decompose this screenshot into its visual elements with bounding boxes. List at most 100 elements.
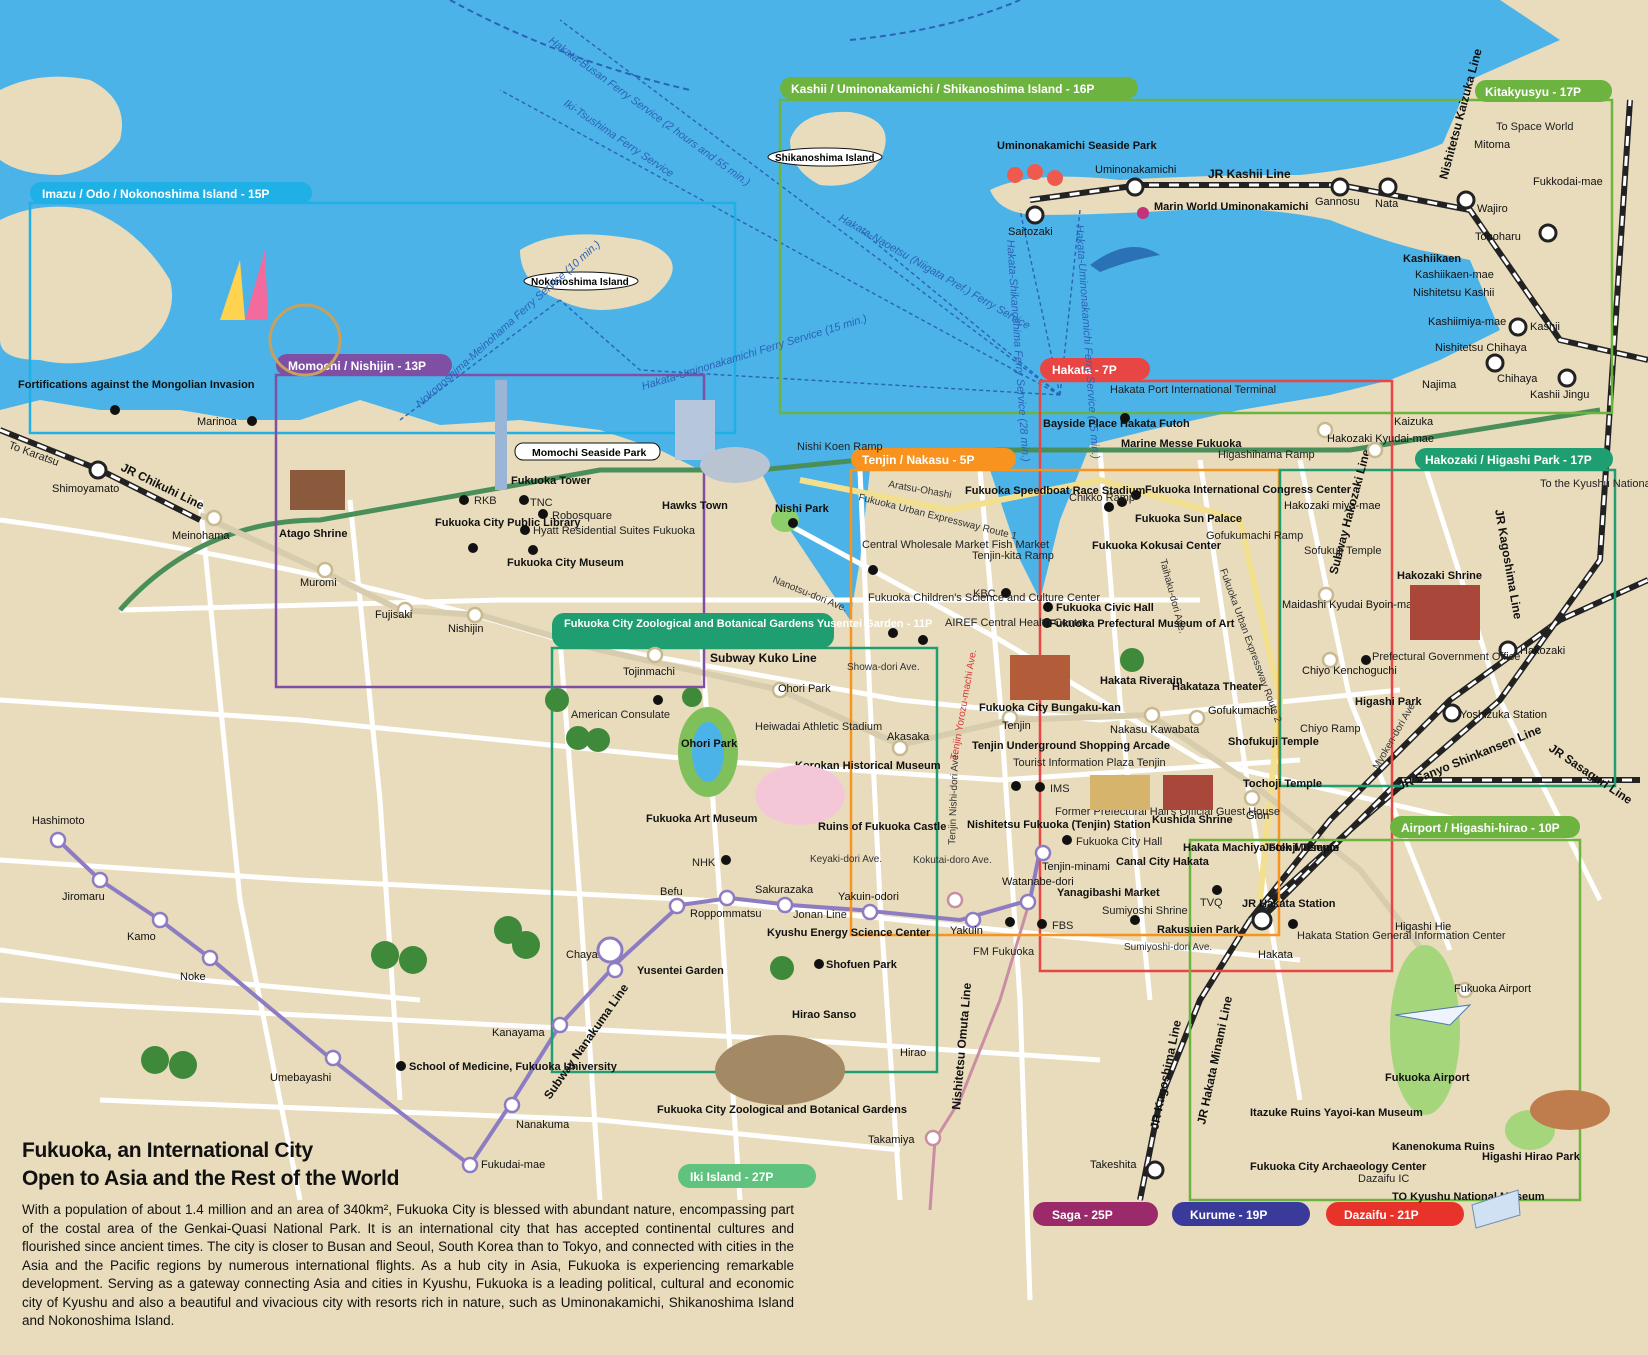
station-watanabe-dori[interactable]: Watanabe-dori [1002, 876, 1074, 888]
region-kashii-label[interactable]: Kashii / Uminonakamichi / Shikanoshima I… [791, 82, 1094, 96]
poi-childrens[interactable]: Fukuoka Children's Science and Culture C… [868, 592, 1100, 604]
poi-kbc[interactable]: KBC [973, 588, 996, 600]
station-marinoa[interactable]: Marinoa [197, 416, 238, 428]
tab-kurume[interactable]: Kurume - 19P [1190, 1208, 1267, 1222]
station-yakuin-odori[interactable]: Yakuin-odori [838, 891, 899, 903]
poi-nhk[interactable]: NHK [692, 857, 716, 869]
region-momochi-box[interactable] [274, 373, 706, 689]
poi-underground[interactable]: Tenjin Underground Shopping Arcade [972, 740, 1170, 752]
station-tonoharu[interactable]: Tonoharu [1475, 231, 1521, 243]
poi-higashihama-ramp[interactable]: Higashihama Ramp [1218, 449, 1315, 461]
region-momochi-label[interactable]: Momochi / Nishijin - 13P [288, 359, 426, 373]
station-yoshizuka[interactable]: Yoshizuka Station [1460, 709, 1547, 721]
station-maidashi[interactable]: Maidashi Kyudai Byoin-mae [1282, 599, 1418, 611]
poi-congress[interactable]: Fukuoka International Congress Center [1145, 484, 1352, 496]
region-tenjin-label[interactable]: Tenjin / Nakasu - 5P [862, 453, 974, 467]
station-gion[interactable]: Gion [1246, 810, 1269, 822]
station-nishitetsu-chihaya[interactable]: Nishitetsu Chihaya [1435, 342, 1528, 354]
poi-marin-world[interactable]: Marin World Uminonakamichi [1154, 201, 1308, 213]
poi-kanenokuma[interactable]: Kanenokuma Ruins [1392, 1141, 1495, 1153]
region-kitakyusyu-label[interactable]: Kitakyusyu - 17P [1485, 85, 1581, 99]
station-kashiimiya-mae[interactable]: Kashiimiya-mae [1428, 316, 1506, 328]
station-najima[interactable]: Najima [1422, 379, 1457, 391]
station-uminonakamichi[interactable]: Uminonakamichi [1095, 164, 1176, 176]
poi-higashi-park[interactable]: Higashi Park [1355, 696, 1423, 708]
poi-port-terminal[interactable]: Hakata Port International Terminal [1110, 384, 1276, 396]
poi-art-museum[interactable]: Fukuoka Art Museum [646, 813, 758, 825]
station-nishitetsu-fukuoka[interactable]: Nishitetsu Fukuoka (Tenjin) Station [967, 819, 1151, 831]
shikanoshima-label[interactable]: Shikanoshima Island [775, 153, 874, 164]
station-gannosu[interactable]: Gannosu [1315, 196, 1360, 208]
poi-hirao-sanso[interactable]: Hirao Sanso [792, 1009, 856, 1021]
tab-iki[interactable]: Iki Island - 27P [690, 1170, 773, 1184]
station-shimoyamato[interactable]: Shimoyamato [52, 483, 119, 495]
station-nishitetsu-kashii[interactable]: Nishitetsu Kashii [1413, 287, 1494, 299]
station-takeshita[interactable]: Takeshita [1090, 1159, 1137, 1171]
station-roppommatsu[interactable]: Roppommatsu [690, 908, 762, 920]
poi-sun-palace[interactable]: Fukuoka Sun Palace [1135, 513, 1242, 525]
tab-dazaifu[interactable]: Dazaifu - 21P [1344, 1208, 1419, 1222]
station-chihaya[interactable]: Chihaya [1497, 373, 1538, 385]
station-kashii-jingu[interactable]: Kashii Jingu [1530, 389, 1589, 401]
poi-american-consulate[interactable]: American Consulate [571, 709, 670, 721]
poi-bungakukan[interactable]: Fukuoka City Bungaku-kan [979, 702, 1121, 714]
poi-hakataza[interactable]: Hakataza Theater [1172, 681, 1263, 693]
poi-fbs[interactable]: FBS [1052, 920, 1073, 932]
station-fukkodai-mae[interactable]: Fukkodai-mae [1533, 176, 1603, 188]
station-kamo[interactable]: Kamo [127, 931, 156, 943]
station-nata[interactable]: Nata [1375, 198, 1399, 210]
poi-tenjin-kita-ramp[interactable]: Tenjin-kita Ramp [972, 550, 1054, 562]
poi-yusentei[interactable]: Yusentei Garden [637, 965, 724, 977]
region-imazu-label[interactable]: Imazu / Odo / Nokonoshima Island - 15P [42, 187, 269, 201]
poi-city-museum[interactable]: Fukuoka City Museum [507, 557, 624, 569]
poi-sumiyoshi-shrine[interactable]: Sumiyoshi Shrine [1102, 905, 1188, 917]
poi-chikko-ramp[interactable]: Chikko Ramp [1069, 492, 1135, 504]
station-kanayama[interactable]: Kanayama [492, 1027, 545, 1039]
poi-hakata-info[interactable]: Hakata Station General Information Cente… [1297, 930, 1506, 942]
poi-tvq[interactable]: TVQ [1200, 897, 1223, 909]
poi-rakusuien[interactable]: Rakusuien Park [1157, 924, 1240, 936]
station-nishijin[interactable]: Nishijin [448, 623, 483, 635]
poi-airport[interactable]: Fukuoka Airport [1385, 1072, 1470, 1084]
poi-rkb[interactable]: RKB [474, 495, 497, 507]
poi-jonan-line[interactable]: Jonan Line [793, 909, 847, 921]
poi-fm-fukuoka[interactable]: FM Fukuoka [973, 946, 1035, 958]
station-fukuoka-airport[interactable]: Fukuoka Airport [1454, 983, 1531, 995]
tab-saga[interactable]: Saga - 25P [1052, 1208, 1113, 1222]
station-nakasu-kawabata[interactable]: Nakasu Kawabata [1110, 724, 1200, 736]
station-jiromaru[interactable]: Jiromaru [62, 891, 105, 903]
poi-archaeology[interactable]: Fukuoka City Archaeology Center [1250, 1161, 1427, 1173]
poi-nishi-park[interactable]: Nishi Park [775, 503, 830, 515]
poi-riverain[interactable]: Hakata Riverain [1100, 675, 1183, 687]
station-mitoma[interactable]: Mitoma [1474, 139, 1511, 151]
poi-library[interactable]: Fukuoka City Public Library [435, 517, 581, 529]
station-meinohama[interactable]: Meinohama [172, 530, 230, 542]
station-hakata[interactable]: Hakata [1258, 949, 1294, 961]
poi-shofuen[interactable]: Shofuen Park [826, 959, 898, 971]
poi-airef[interactable]: AIREF Central Health Center [945, 617, 1087, 629]
station-kashiikaen-mae[interactable]: Kashiikaen-mae [1415, 269, 1494, 281]
station-saitozaki[interactable]: Saitozaki [1008, 226, 1053, 238]
station-higashi-hie[interactable]: Higashi Hie [1395, 921, 1451, 933]
region-hakozaki-label[interactable]: Hakozaki / Higashi Park - 17P [1425, 453, 1592, 467]
region-hakata-label[interactable]: Hakata - 7P [1052, 363, 1117, 377]
station-hashimoto[interactable]: Hashimoto [32, 815, 85, 827]
region-airport-label[interactable]: Airport / Higashi-hirao - 10P [1401, 821, 1560, 835]
poi-hakozaki-shrine[interactable]: Hakozaki Shrine [1397, 570, 1482, 582]
station-fukudai-mae[interactable]: Fukudai-mae [481, 1159, 545, 1171]
poi-uminonakamichi-park[interactable]: Uminonakamichi Seaside Park [997, 140, 1157, 152]
poi-castle[interactable]: Ruins of Fukuoka Castle [818, 821, 946, 833]
poi-city-hall[interactable]: Fukuoka City Hall [1076, 836, 1162, 848]
station-befu[interactable]: Befu [660, 886, 683, 898]
station-chiyo-kenchoguchi[interactable]: Chiyo Kenchoguchi [1302, 665, 1397, 677]
poi-hyatt[interactable]: Hyatt Residential Suites Fukuoka [533, 525, 696, 537]
poi-fish-market[interactable]: Central Wholesale Market Fish Market [862, 539, 1049, 551]
poi-tourist-info[interactable]: Tourist Information Plaza Tenjin [1013, 757, 1166, 769]
station-muromi[interactable]: Muromi [300, 577, 337, 589]
poi-speedboat[interactable]: Fukuoka Speedboat Race Stadium [965, 485, 1146, 497]
poi-ohori-park[interactable]: Ohori Park [681, 738, 738, 750]
poi-machiya[interactable]: Hakata Machiya Folk Museum [1183, 842, 1339, 854]
poi-robosquare[interactable]: Robosquare [552, 510, 612, 522]
poi-nishi-koen-ramp[interactable]: Nishi Koen Ramp [797, 441, 883, 453]
station-tenjin[interactable]: Tenjin [1002, 720, 1031, 732]
